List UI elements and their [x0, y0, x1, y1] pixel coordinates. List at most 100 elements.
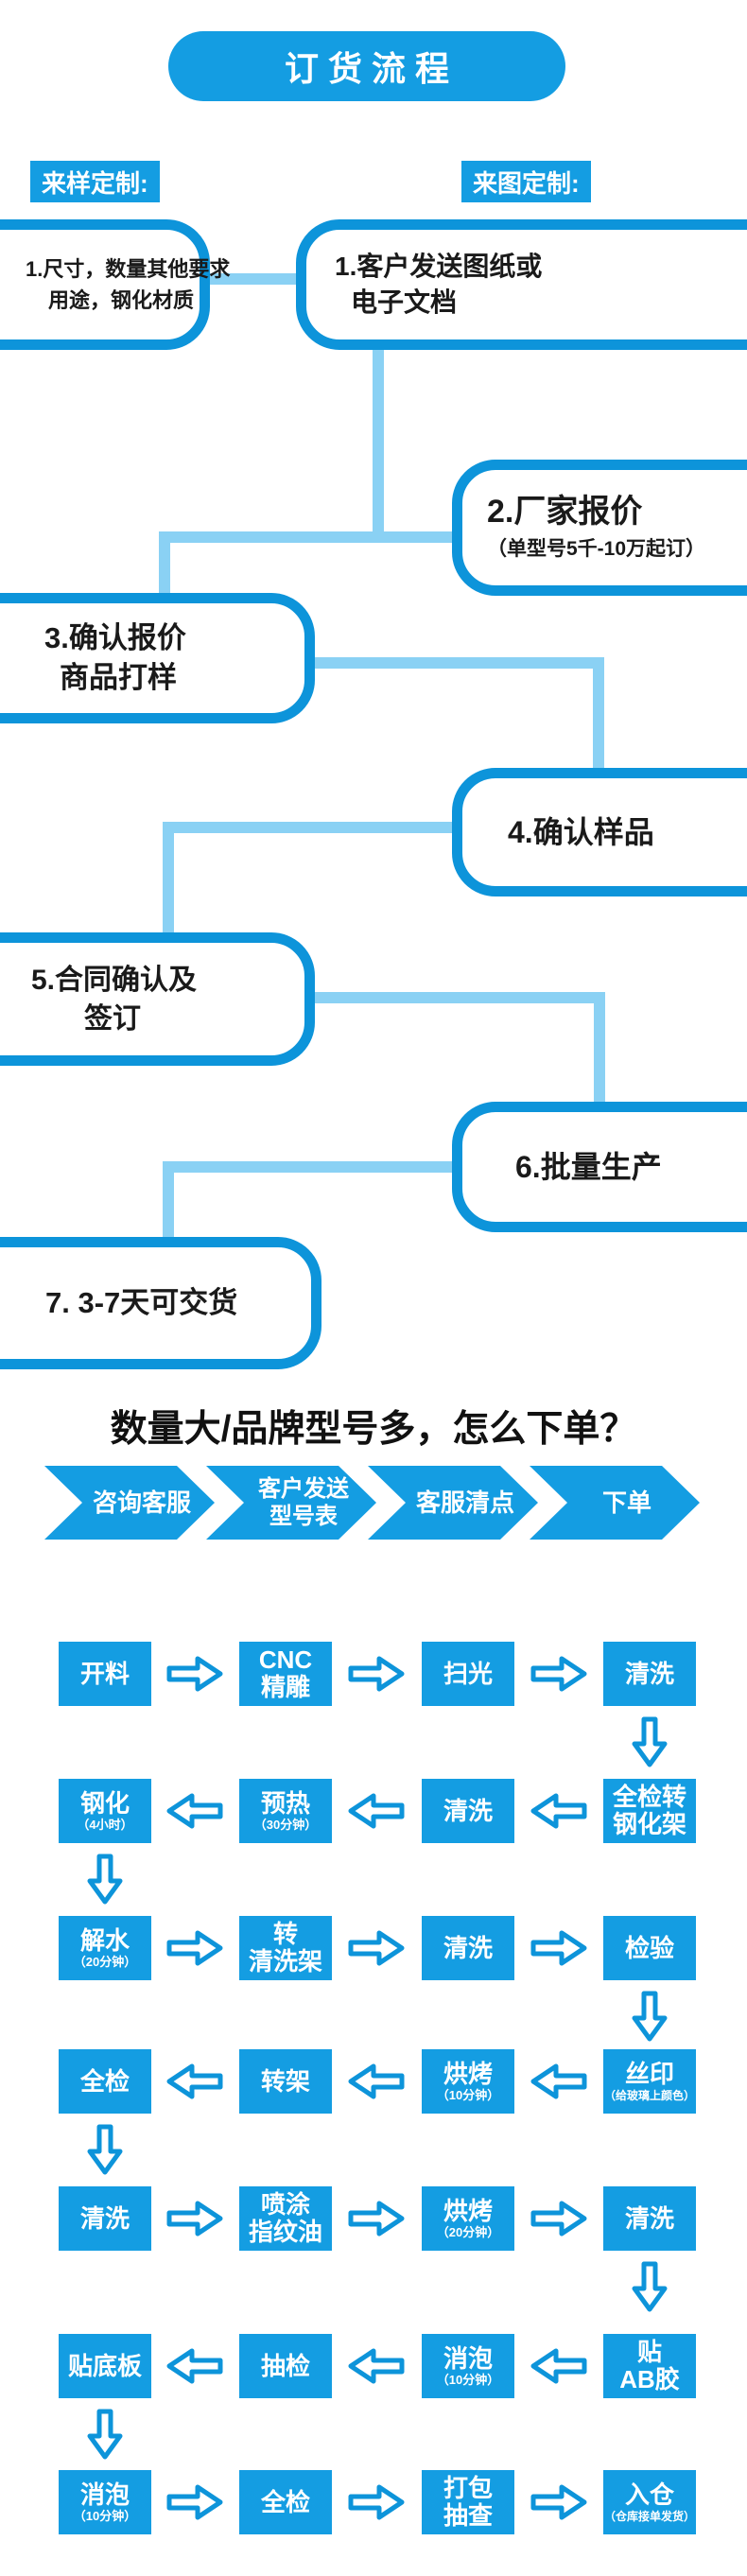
flow-box-text-line: 签订 [84, 1002, 141, 1035]
process-box-title: 清洗 [624, 2203, 674, 2233]
flow-box-step-3-confirm-quote: 3.确认报价商品打样 [0, 593, 315, 723]
connector-line [165, 531, 454, 543]
down-arrow-icon [632, 1716, 668, 1767]
process-box-r6-c3: 消泡（10分钟） [422, 2334, 514, 2398]
right-arrow-icon [348, 2484, 405, 2520]
flow-box-text-line: 1.尺寸，数量其他要求 [26, 257, 231, 281]
process-box-duration: （20分钟） [436, 2224, 500, 2239]
order-step-chevron-2: 客户发送型号表 [206, 1466, 376, 1540]
right-arrow-icon [166, 1656, 223, 1692]
right-arrow-icon [530, 1656, 587, 1692]
flow-box-text-line: 电子文档 [351, 287, 458, 317]
process-box-r1-c1: 开料 [59, 1642, 151, 1706]
process-box-r3-c2: 转清洗架 [239, 1916, 332, 1980]
order-step-chevron-4: 下单 [530, 1466, 700, 1540]
connector-line [168, 822, 454, 833]
flow-box-text-line: 1.客户发送图纸或 [335, 252, 543, 281]
left-arrow-icon [348, 1793, 405, 1829]
order-step-label: 咨询客服 [92, 1488, 191, 1517]
process-box-title: 清洗 [79, 2203, 130, 2233]
process-box-r4-c4: 丝印（给玻璃上颜色） [603, 2049, 696, 2114]
connector-line [315, 657, 604, 669]
right-arrow-icon [166, 2201, 223, 2237]
flow-box-step-6-mass-production: 6.批量生产 [452, 1102, 747, 1232]
right-arrow-icon [166, 1930, 223, 1966]
order-step-label: 客户发送 [258, 1476, 349, 1502]
process-box-r5-c1: 清洗 [59, 2186, 151, 2251]
left-arrow-icon [530, 2063, 587, 2099]
branch-label-drawing: 来图定制: [461, 161, 591, 202]
flow-box-text-line: 用途，钢化材质 [48, 288, 195, 312]
process-box-title: 入仓 [624, 2480, 674, 2509]
left-arrow-icon [166, 2063, 223, 2099]
process-box-r7-c1: 消泡（10分钟） [59, 2470, 151, 2534]
process-box-title: 贴底板 [67, 2351, 142, 2380]
process-box-title-line2: 抽查 [443, 2501, 493, 2530]
connector-line [315, 992, 599, 1003]
flow-box-step-4-confirm-sample: 4.确认样品 [452, 768, 747, 896]
right-arrow-icon [348, 1656, 405, 1692]
process-box-duration: （30分钟） [253, 1817, 318, 1832]
process-box-r3-c4: 检验 [603, 1916, 696, 1980]
flow-box-drawing-step-1: 1.客户发送图纸或电子文档 [296, 219, 747, 350]
down-arrow-icon [87, 2124, 123, 2175]
process-box-title: 消泡 [443, 2343, 493, 2373]
branch-label-sample: 来样定制: [30, 161, 160, 202]
process-box-title: 消泡 [79, 2480, 130, 2509]
process-box-title-line2: 钢化架 [612, 1810, 686, 1838]
process-box-duration: （给玻璃上颜色） [603, 2088, 695, 2102]
page-title: 订货流程 [168, 31, 565, 101]
flow-box-text-line: 商品打样 [60, 661, 177, 694]
right-arrow-icon [530, 2484, 587, 2520]
flow-box-text-line: 2.厂家报价 [487, 494, 643, 530]
process-box-title: 全检 [79, 2066, 130, 2096]
process-box-duration: （10分钟） [436, 2372, 500, 2387]
process-box-title: 解水 [79, 1925, 130, 1955]
process-box-title: 烘烤 [443, 2059, 493, 2088]
connector-line [174, 1161, 454, 1173]
process-box-title-line2: 精雕 [260, 1673, 310, 1701]
left-arrow-icon [348, 2348, 405, 2384]
left-arrow-icon [166, 1793, 223, 1829]
process-box-title: 检验 [624, 1933, 674, 1962]
right-arrow-icon [530, 2201, 587, 2237]
connector-line [163, 822, 174, 937]
process-box-r7-c3: 打包抽查 [422, 2470, 514, 2534]
process-box-duration: （10分钟） [436, 2087, 500, 2102]
connector-line [593, 657, 604, 773]
process-box-title: 钢化 [79, 1788, 130, 1818]
flow-box-text-line: 3.确认报价 [44, 621, 186, 654]
order-step-label: 客服清点 [415, 1488, 514, 1517]
flow-box-sample-step-1: 1.尺寸，数量其他要求用途，钢化材质 [0, 219, 231, 350]
connector-line [210, 273, 296, 285]
order-step-label: 下单 [601, 1488, 651, 1517]
process-box-title: CNC [258, 1645, 313, 1674]
flow-box-text-line: 6.批量生产 [515, 1150, 662, 1184]
connector-line [163, 1161, 174, 1242]
down-arrow-icon [87, 1854, 123, 1905]
process-box-r2-c3: 清洗 [422, 1779, 514, 1843]
flow-box-step-7-delivery: 7. 3-7天可交货 [0, 1237, 321, 1369]
process-box-title: 转架 [260, 2066, 310, 2096]
process-box-r6-c2: 抽检 [239, 2334, 332, 2398]
process-box-title-line2: 指纹油 [248, 2218, 322, 2246]
process-box-title: 全检 [260, 2487, 310, 2516]
process-box-title: 打包 [443, 2474, 493, 2502]
down-arrow-icon [632, 1991, 668, 2042]
right-arrow-icon [348, 1930, 405, 1966]
process-box-title-line2: AB胶 [619, 2365, 680, 2393]
process-box-title: 抽检 [260, 2351, 310, 2380]
process-box-title: 预热 [260, 1788, 310, 1818]
process-box-title: 扫光 [443, 1659, 493, 1688]
process-box-r1-c4: 清洗 [603, 1642, 696, 1706]
process-box-title: 清洗 [624, 1659, 674, 1688]
flow-box-step-2-factory-quote: 2.厂家报价（单型号5千-10万起订） [452, 460, 747, 596]
left-arrow-icon [348, 2063, 405, 2099]
process-box-r4-c2: 转架 [239, 2049, 332, 2114]
process-box-r5-c3: 烘烤（20分钟） [422, 2186, 514, 2251]
process-box-duration: （4小时） [77, 1817, 133, 1832]
process-box-duration: （20分钟） [73, 1954, 137, 1969]
process-box-title: 喷涂 [260, 2190, 310, 2219]
